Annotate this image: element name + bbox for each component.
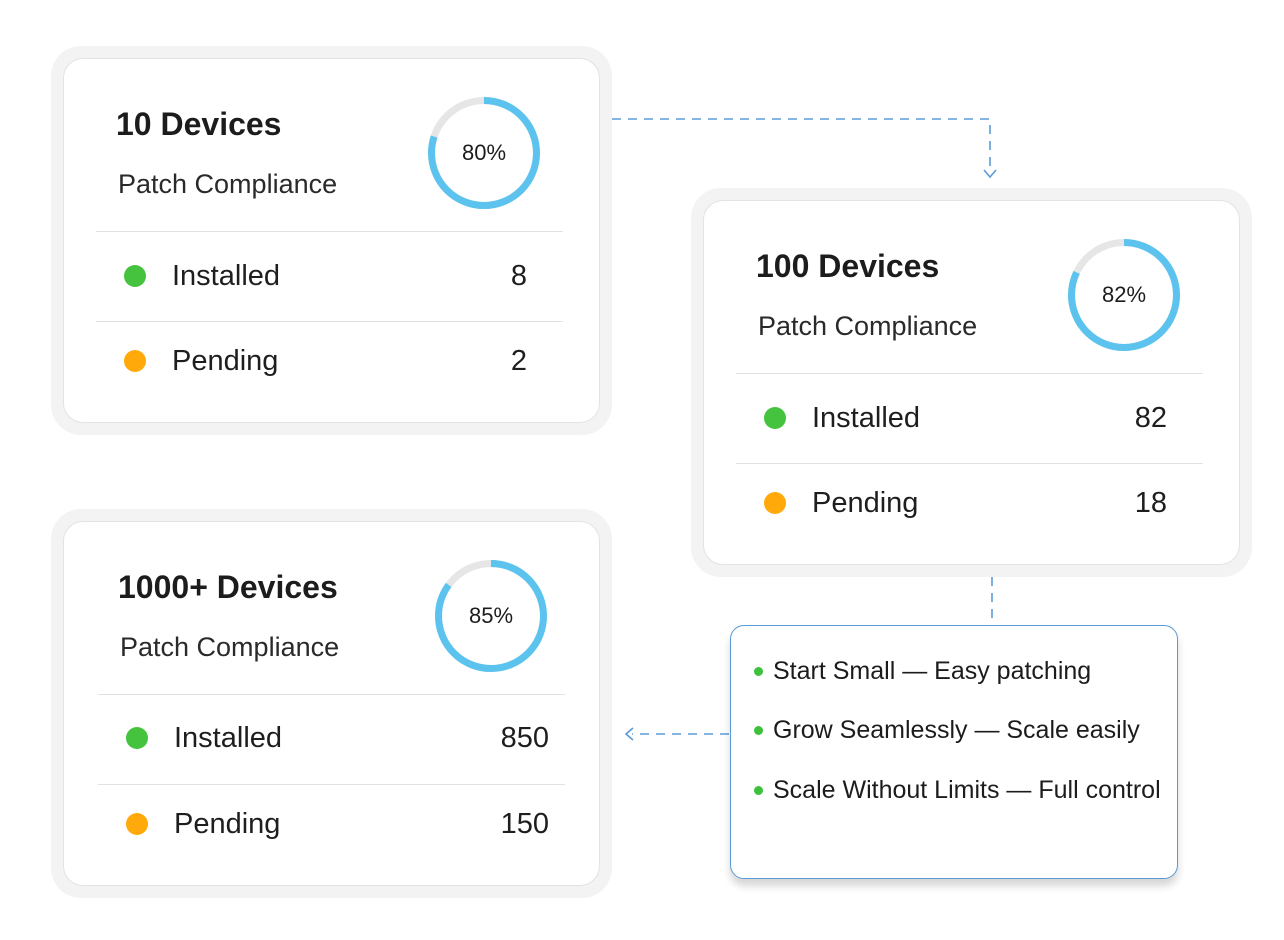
benefit-item: Grow Seamlessly — Scale easily xyxy=(751,709,1163,752)
donut-progress-arc xyxy=(435,560,547,672)
row-pending: Pending 2 xyxy=(124,341,527,381)
bullet-dot xyxy=(754,667,763,676)
row-label: Installed xyxy=(172,260,281,292)
row-label: Installed xyxy=(812,402,921,434)
arrowhead-down-icon xyxy=(983,169,997,179)
connector-card1-to-card2 xyxy=(612,118,991,172)
row-pending: Pending 18 xyxy=(764,483,1167,523)
row-value: 18 xyxy=(1134,487,1167,519)
card-subtitle: Patch Compliance xyxy=(118,169,338,199)
divider xyxy=(736,463,1203,464)
pending-status-dot xyxy=(764,492,786,514)
benefit-text: Grow Seamlessly — Scale easily xyxy=(773,716,1140,744)
card-10-devices: 10 Devices Patch Compliance 80% Installe… xyxy=(51,46,612,435)
row-pending: Pending 150 xyxy=(126,804,549,844)
row-label: Installed xyxy=(174,722,283,754)
installed-status-dot xyxy=(126,727,148,749)
row-value: 82 xyxy=(1134,402,1167,434)
row-label: Pending xyxy=(812,487,919,519)
row-installed: Installed 82 xyxy=(764,398,1167,438)
card-title: 10 Devices xyxy=(116,106,282,142)
row-label: Pending xyxy=(172,345,279,377)
row-value: 8 xyxy=(510,260,527,292)
row-value: 150 xyxy=(500,808,549,840)
benefit-item: Start Small — Easy patching xyxy=(751,650,1163,693)
benefits-callout: Start Small — Easy patching Grow Seamles… xyxy=(730,625,1178,879)
card-inner: 1000+ Devices Patch Compliance 85% Insta… xyxy=(63,521,600,886)
arrowhead-left-icon xyxy=(624,727,634,741)
compliance-percent: 85% xyxy=(468,603,514,628)
benefit-item: Scale Without Limits — Full control xyxy=(751,769,1163,812)
pending-status-dot xyxy=(124,350,146,372)
donut-progress-arc xyxy=(1068,239,1180,351)
installed-status-dot xyxy=(764,407,786,429)
compliance-donut: 85% xyxy=(433,558,549,674)
card-inner: 10 Devices Patch Compliance 80% Installe… xyxy=(63,58,600,423)
divider xyxy=(736,373,1203,374)
compliance-donut: 80% xyxy=(426,95,542,211)
pending-status-dot xyxy=(126,813,148,835)
bullet-dot xyxy=(754,726,763,735)
card-subtitle: Patch Compliance xyxy=(758,311,978,341)
divider xyxy=(98,784,565,785)
compliance-percent: 80% xyxy=(461,140,507,165)
card-subtitle: Patch Compliance xyxy=(120,632,340,662)
card-inner: 100 Devices Patch Compliance 82% Install… xyxy=(703,200,1240,565)
card-100-devices: 100 Devices Patch Compliance 82% Install… xyxy=(691,188,1252,577)
card-1000-devices: 1000+ Devices Patch Compliance 85% Insta… xyxy=(51,509,612,898)
divider xyxy=(98,694,565,695)
compliance-donut: 82% xyxy=(1066,237,1182,353)
installed-status-dot xyxy=(124,265,146,287)
card-title: 100 Devices xyxy=(756,248,940,284)
row-value: 850 xyxy=(500,722,549,754)
row-value: 2 xyxy=(510,345,527,377)
compliance-percent: 82% xyxy=(1101,282,1147,307)
benefit-text: Start Small — Easy patching xyxy=(773,657,1092,685)
row-installed: Installed 8 xyxy=(124,256,527,296)
row-installed: Installed 850 xyxy=(126,718,549,758)
card-title: 1000+ Devices xyxy=(118,569,338,605)
divider xyxy=(96,321,563,322)
divider xyxy=(96,231,563,232)
benefit-text: Scale Without Limits — Full control xyxy=(773,776,1161,804)
donut-progress-arc xyxy=(428,97,540,209)
bullet-dot xyxy=(754,786,763,795)
row-label: Pending xyxy=(174,808,281,840)
